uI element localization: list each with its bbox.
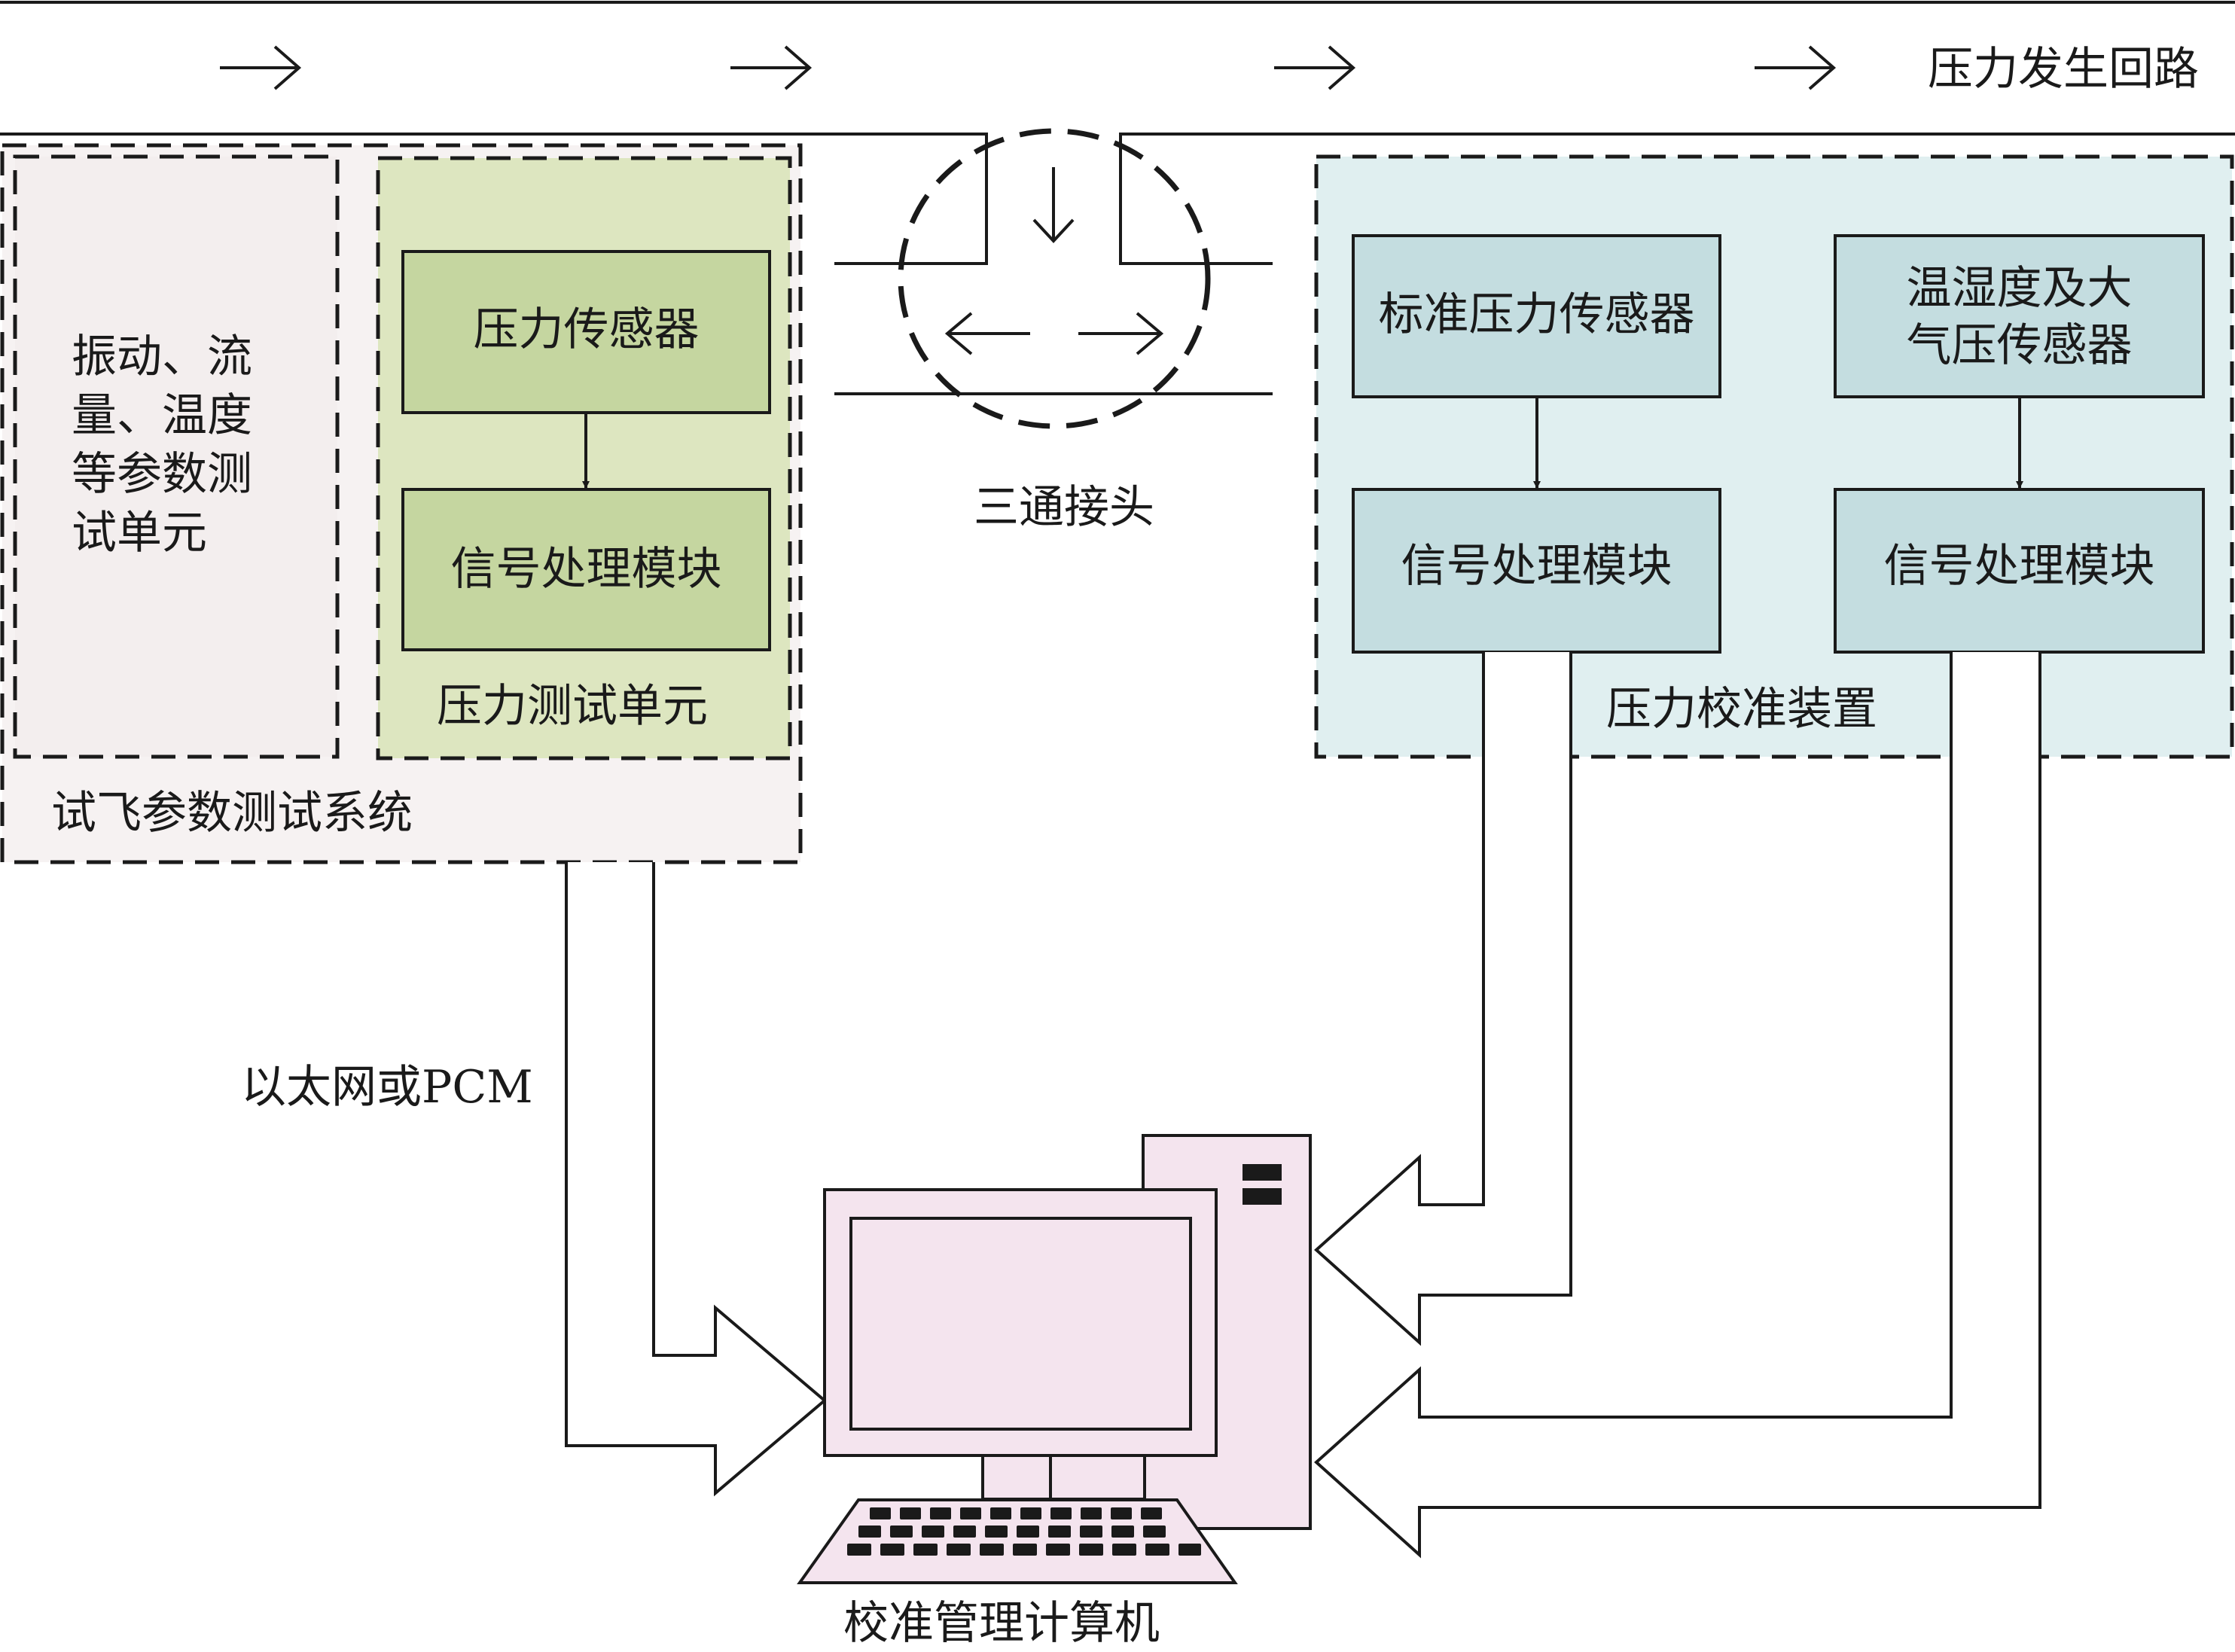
keyboard-keys bbox=[847, 1507, 1201, 1556]
computer-label: 校准管理计算机 bbox=[843, 1597, 1160, 1650]
keyboard-icon bbox=[797, 1498, 1238, 1584]
pipe-bottom-line-left bbox=[0, 133, 988, 265]
pressure-test-unit-label: 压力测试单元 bbox=[437, 680, 708, 733]
standard-sensor-label: 标准压力传感器 bbox=[1378, 288, 1695, 341]
pressure-sensor-label: 压力传感器 bbox=[473, 303, 700, 356]
calibration-device-label: 压力校准装置 bbox=[1606, 683, 1877, 736]
loop-title: 压力发生回路 bbox=[1928, 43, 2199, 96]
tee-joint-circle bbox=[898, 128, 1211, 429]
pressure-test-unit-region bbox=[376, 156, 792, 760]
signal-module-box-right-2 bbox=[1834, 488, 2205, 654]
module1-connection-arrow bbox=[1314, 652, 1572, 1346]
other-unit-line-4: 试单元 bbox=[72, 507, 207, 559]
right-arrow-icon bbox=[1078, 312, 1164, 355]
left-arrow-icon bbox=[944, 312, 1030, 355]
other-unit-line-1: 振动、流 bbox=[72, 331, 252, 383]
pressure-sensor-box bbox=[401, 250, 771, 414]
computer-icon bbox=[797, 1134, 1312, 1584]
test-system-label: 试飞参数测试系统 bbox=[51, 787, 413, 840]
signal-module-label-right-2: 信号处理模块 bbox=[1883, 540, 2155, 593]
signal-module-label-right-1: 信号处理模块 bbox=[1401, 540, 1672, 593]
pipe-bottom-line-right bbox=[1119, 133, 2235, 265]
signal-module-box-right-1 bbox=[1352, 488, 1721, 654]
ethernet-pcm-connection-arrow bbox=[565, 862, 828, 1497]
signal-module-box-left bbox=[401, 488, 771, 651]
module2-connection-arrow bbox=[1314, 652, 2041, 1559]
other-unit-line-2: 量、温度 bbox=[72, 389, 252, 442]
env-sensor-line-2: 气压传感器 bbox=[1906, 319, 2133, 372]
env-sensor-box bbox=[1834, 234, 2205, 398]
link-label: 以太网或PCM bbox=[241, 1061, 533, 1114]
env-sensor-label: 温湿度及大 气压传感器 bbox=[1835, 260, 2203, 374]
down-arrow-icon bbox=[1032, 167, 1075, 243]
signal-module-label-left: 信号处理模块 bbox=[450, 543, 722, 596]
tee-joint-label: 三通接头 bbox=[974, 481, 1154, 534]
flow-arrow-icon bbox=[220, 45, 1837, 90]
other-unit-line-3: 等参数测 bbox=[72, 448, 252, 501]
other-unit-label: 振动、流 量、温度 等参数测 试单元 bbox=[72, 328, 252, 562]
env-sensor-line-1: 温湿度及大 bbox=[1906, 262, 2133, 315]
other-params-unit-region bbox=[13, 154, 340, 759]
